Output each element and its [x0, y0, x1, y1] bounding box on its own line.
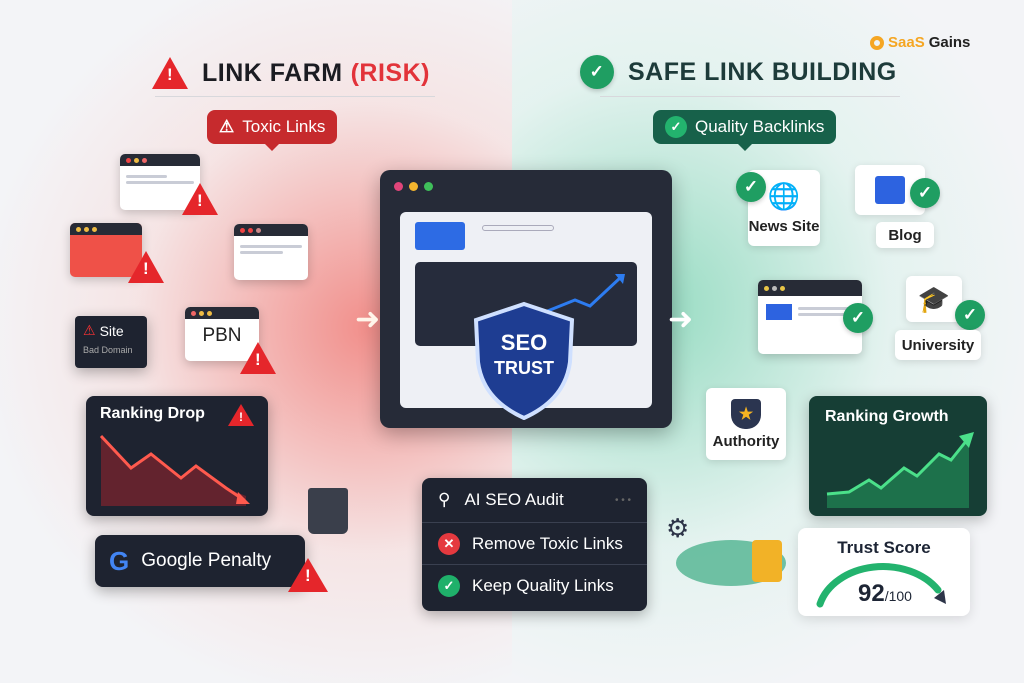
authority-node: ★ Authority [706, 388, 786, 460]
warning-icon: ! [182, 183, 218, 215]
seo-trust-shield: SEO TRUST [470, 300, 578, 420]
ranking-growth-line [826, 432, 974, 508]
graduation-cap-icon: 🎓 [917, 283, 951, 314]
warning-icon: ! [228, 404, 258, 430]
ai-seo-audit-panel: ⚲ AI SEO Audit • • • ✕Remove Toxic Links… [422, 478, 647, 611]
shield-text-seo: SEO [500, 330, 548, 355]
warning-icon: ⚠ [83, 322, 96, 338]
audit-title: AI SEO Audit [464, 490, 564, 509]
toxic-links-label: Toxic Links [242, 117, 326, 136]
x-icon: ✕ [438, 532, 460, 555]
arrow-center-to-right: ➜ [668, 303, 694, 336]
check-icon: ✓ [736, 172, 766, 202]
trust-score-label: Trust Score [837, 538, 931, 557]
site-logo-block [415, 222, 465, 250]
trust-score-card: Trust Score 92/100 [798, 528, 970, 616]
quality-backlinks-label: Quality Backlinks [695, 117, 825, 136]
keep-quality-links-item[interactable]: ✓Keep Quality Links [422, 564, 647, 606]
ranking-drop-title: Ranking Drop [100, 405, 205, 422]
mail-icon [875, 176, 905, 204]
globe-icon: 🌐 [767, 181, 801, 211]
pbn-window: PBN [185, 307, 259, 361]
brand-name-part1: SaaS [888, 34, 925, 51]
window-controls [380, 170, 672, 203]
right-section-title: ✓ SAFE LINK BUILDING [580, 55, 897, 89]
shield-star-icon: ★ [731, 398, 761, 429]
university-node: University [895, 330, 981, 360]
ranking-drop-line [99, 434, 250, 506]
pbn-label: PBN [202, 325, 242, 346]
warning-icon: ! [240, 342, 276, 374]
warning-icon: ! [152, 57, 188, 89]
university-icon-card: 🎓 [906, 276, 962, 322]
ranking-growth-chart: Ranking Growth [809, 396, 987, 516]
check-icon: ✓ [843, 303, 873, 333]
quality-backlinks-badge: ✓ Quality Backlinks [653, 110, 837, 151]
ranking-drop-chart: Ranking Drop ! [86, 396, 268, 516]
warning-icon: ! [128, 251, 164, 283]
trash-can-icon [308, 488, 348, 534]
logo-icon [870, 35, 884, 50]
shield-icon [473, 301, 575, 420]
remove-toxic-links-item[interactable]: ✕Remove Toxic Links [422, 522, 647, 564]
check-icon: ✓ [955, 300, 985, 330]
brand-logo: SaaS Gains [870, 34, 970, 51]
left-title-text: LINK FARM [202, 58, 343, 87]
spam-site-window-2 [70, 223, 142, 277]
gear-icon: ⚙ [666, 513, 690, 543]
site-box-subtitle: Bad Domain [83, 345, 133, 355]
spam-site-window-3 [234, 224, 308, 280]
check-icon: ✓ [910, 178, 940, 208]
right-title-text: SAFE LINK BUILDING [628, 57, 897, 86]
ranking-growth-title: Ranking Growth [825, 408, 949, 425]
trust-score-gauge [816, 563, 946, 608]
check-icon: ✓ [665, 116, 687, 138]
arrow-left-to-center: ➜ [355, 303, 381, 336]
check-icon: ✓ [580, 55, 614, 89]
growth-line [544, 274, 625, 314]
shield-text-trust: TRUST [494, 358, 554, 378]
right-divider [600, 96, 900, 97]
check-icon: ✓ [438, 574, 460, 597]
google-penalty-label: Google Penalty [141, 550, 272, 571]
more-options-icon[interactable]: • • • [614, 494, 631, 506]
google-logo-icon: G [109, 545, 130, 576]
toxic-links-badge: ⚠ Toxic Links [207, 110, 338, 151]
left-divider [155, 96, 435, 97]
brand-name-part2: Gains [928, 34, 971, 51]
left-section-title: ! LINK FARM (RISK) [152, 57, 430, 89]
site-box-title: Site [99, 322, 124, 339]
coins-icon [752, 540, 782, 582]
warning-icon: ! [288, 558, 328, 594]
funnel-icon: ⚲ [438, 490, 451, 509]
bad-domain-site-box: ⚠Site Bad Domain [75, 316, 147, 368]
blog-node: Blog [876, 222, 934, 248]
left-title-tag: (RISK) [350, 58, 430, 87]
google-penalty-box: G Google Penalty [95, 535, 305, 587]
trust-score-value: 92/100 [858, 580, 912, 607]
warning-icon: ⚠ [219, 117, 235, 136]
seo-browser-window [380, 170, 672, 428]
